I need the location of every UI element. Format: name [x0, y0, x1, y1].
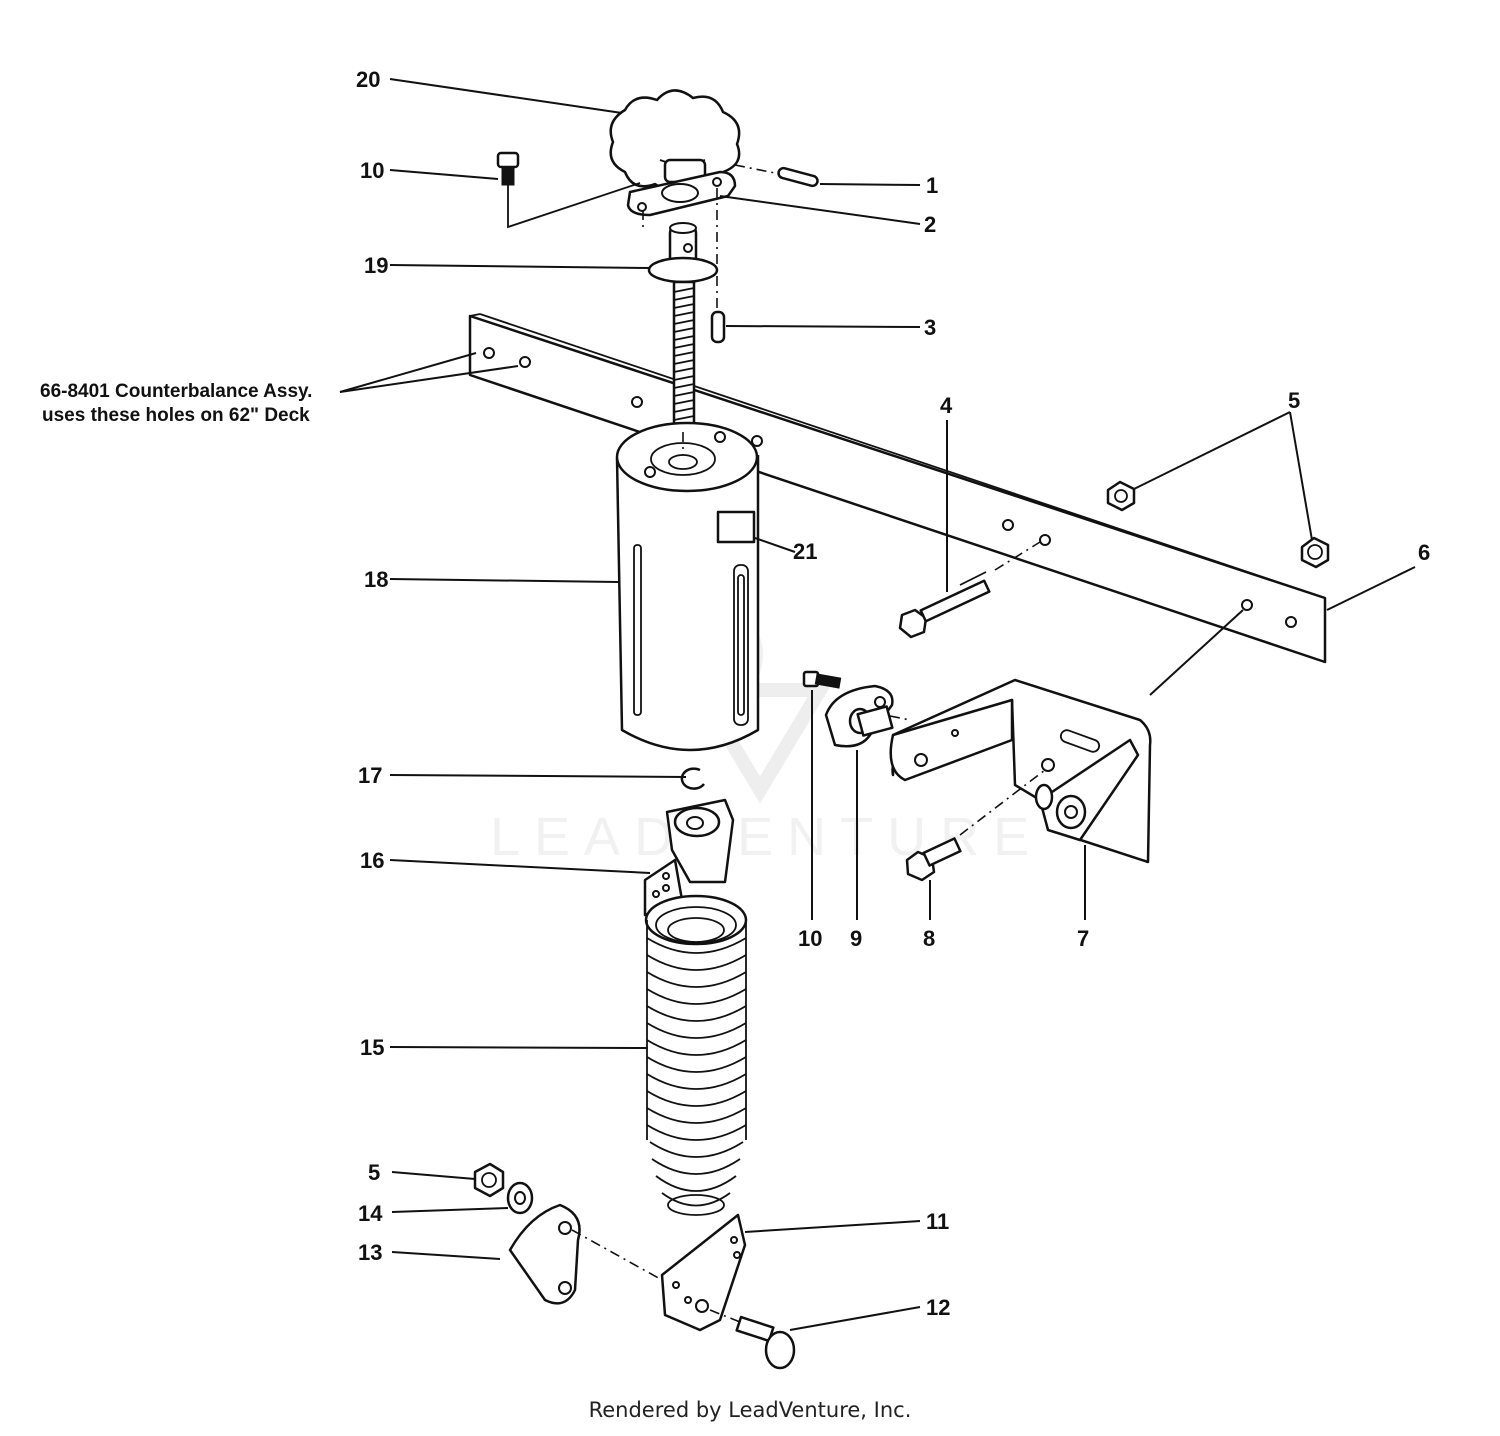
callout-10-top: 10	[360, 158, 384, 183]
pivot-bracket	[889, 678, 1152, 864]
hex-bolt	[905, 837, 962, 882]
counterbalance-bar	[468, 313, 1327, 664]
callout-20: 20	[356, 67, 380, 92]
retainer-plate	[626, 170, 737, 217]
leader-lines	[339, 78, 1416, 1331]
callout-21: 21	[793, 539, 817, 564]
callout-13: 13	[358, 1240, 382, 1265]
coil-spring	[644, 894, 748, 1216]
mounting-plate	[508, 1203, 581, 1305]
callout-5-upper: 5	[1288, 388, 1300, 413]
callout-9: 9	[850, 926, 862, 951]
callout-8: 8	[923, 926, 935, 951]
callout-4: 4	[940, 393, 953, 418]
callout-15: 15	[360, 1035, 384, 1060]
lock-nut-upper-left	[1106, 480, 1136, 512]
callout-14: 14	[358, 1201, 383, 1226]
callout-3: 3	[924, 315, 936, 340]
spring-pin-1	[777, 166, 819, 188]
spring-seat-bracket	[643, 798, 735, 917]
callout-10-lower: 10	[798, 926, 822, 951]
adjusting-screw	[647, 222, 719, 434]
callout-2: 2	[924, 212, 936, 237]
pivot-link	[824, 684, 894, 748]
screw-10-top	[496, 151, 520, 186]
note-line-2: uses these holes on 62" Deck	[42, 405, 310, 426]
housing-tube	[615, 421, 760, 752]
callout-numbers: 20 10 1 2 19 3 4 5 6 21 18 17 16 10 9 8 …	[356, 67, 1430, 1320]
dowel-pin-3	[710, 310, 726, 344]
lock-nut-lower	[473, 1162, 505, 1198]
e-ring	[680, 767, 705, 790]
screw-10-lower	[802, 670, 842, 689]
callout-17: 17	[358, 763, 382, 788]
callout-1: 1	[926, 173, 938, 198]
watermark-text: LEADVENTURE	[490, 807, 1043, 867]
shoulder-bolt	[735, 1315, 796, 1370]
callout-6: 6	[1418, 540, 1430, 565]
callout-11: 11	[926, 1209, 949, 1234]
callout-16: 16	[360, 848, 384, 873]
footer-credit: Rendered by LeadVenture, Inc.	[588, 1398, 912, 1422]
note-line-1: 66-8401 Counterbalance Assy.	[40, 381, 312, 402]
callout-18: 18	[364, 567, 388, 592]
carriage-bolt	[898, 571, 991, 639]
callout-7: 7	[1077, 926, 1089, 951]
callout-5-lower: 5	[368, 1160, 380, 1185]
spring-anchor-bracket	[660, 1213, 747, 1332]
callout-19: 19	[364, 253, 388, 278]
callout-12: 12	[926, 1295, 950, 1320]
flat-washer	[506, 1181, 534, 1215]
lock-nut-upper-right	[1300, 536, 1330, 569]
